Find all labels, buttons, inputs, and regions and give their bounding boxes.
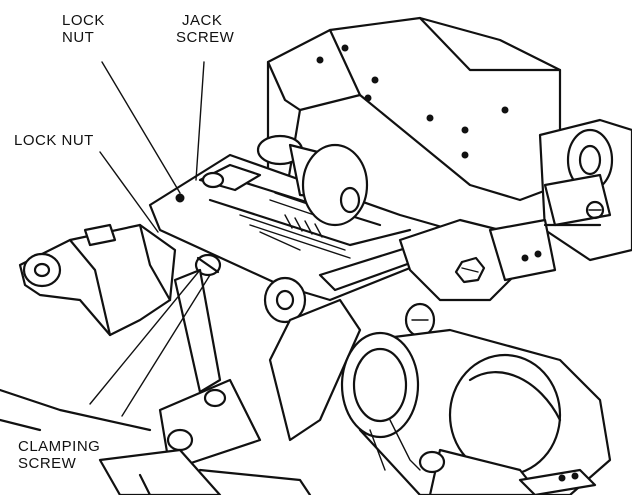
label-lock-nut-top-line1: LOCK: [62, 12, 105, 29]
right-shaft-coupling: [538, 118, 632, 262]
right-bracket: [398, 218, 602, 302]
label-clamping-screw-line2: SCREW: [18, 455, 77, 472]
clamping-rod: [158, 253, 262, 472]
upper-hub: [256, 134, 369, 227]
lower-housing: [340, 328, 612, 495]
base-frame: [0, 388, 312, 495]
label-clamping-screw: CLAMPING SCREW: [18, 438, 100, 472]
leader-clamping-1: [89, 269, 201, 405]
label-lock-nut-side: LOCK NUT: [14, 132, 94, 149]
leader-lock-nut-top: [101, 61, 181, 194]
label-lock-nut-top: LOCK NUT: [62, 12, 105, 46]
label-jack-screw-line2: SCREW: [176, 29, 235, 46]
link-arm: [263, 276, 436, 442]
label-clamping-screw-line1: CLAMPING: [18, 438, 101, 455]
label-lock-nut-side-text: LOCK NUT: [14, 132, 94, 149]
label-jack-screw-line1: JACK: [182, 12, 223, 29]
label-jack-screw: JACK SCREW: [176, 12, 234, 46]
leader-lines: [89, 61, 211, 417]
leader-clamping-2: [121, 274, 211, 417]
label-lock-nut-top-line2: NUT: [62, 29, 95, 46]
left-arm-bracket: [18, 223, 177, 337]
leader-lock-nut-side: [99, 151, 159, 233]
leader-jack-screw: [195, 61, 205, 181]
